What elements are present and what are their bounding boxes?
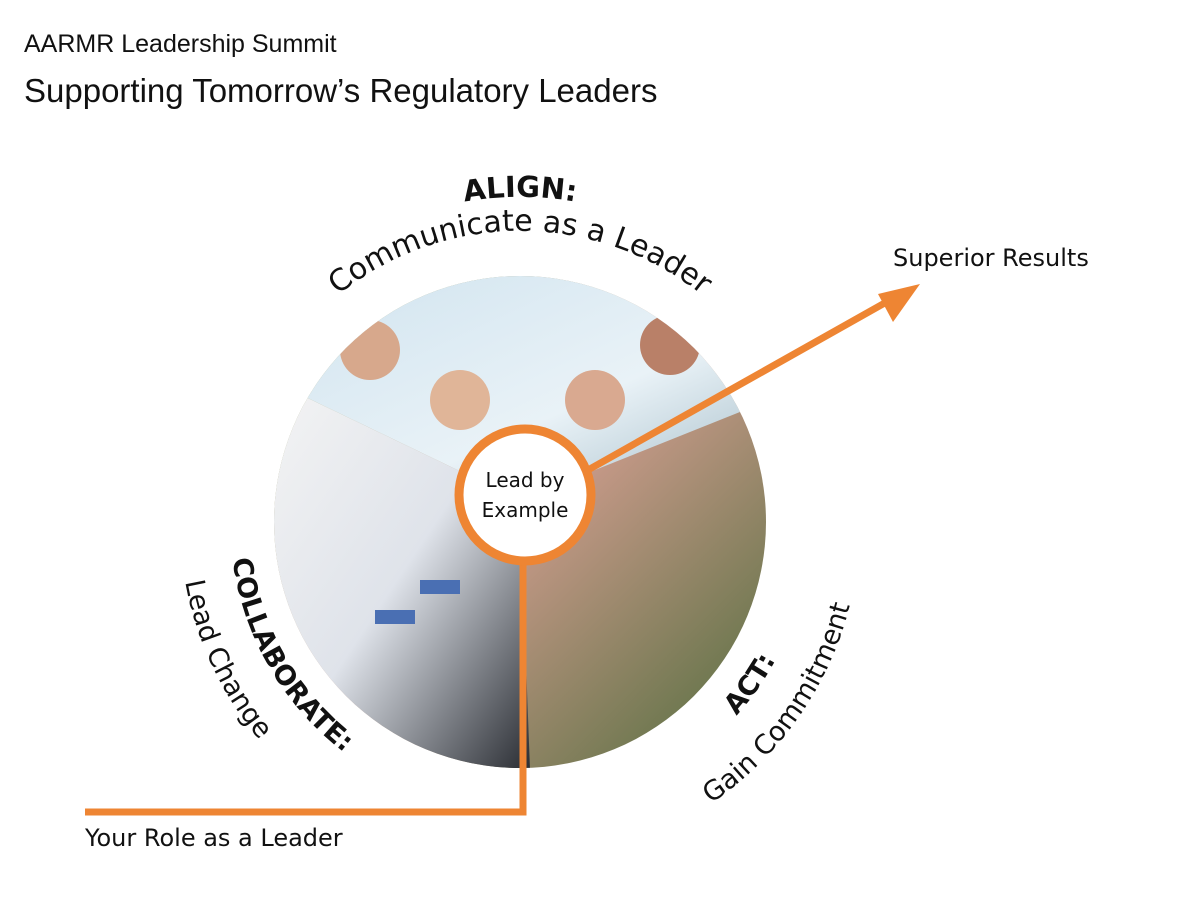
slide-title: AARMR Leadership Summit: [24, 30, 337, 58]
align-heading: ALIGN:: [461, 170, 580, 209]
results-arrow-line: [586, 296, 892, 474]
arrow-path: [85, 296, 892, 816]
center-label-line1: Lead by: [486, 468, 565, 492]
start-label: Your Role as a Leader: [84, 824, 343, 852]
photo-leaders: [274, 276, 766, 500]
center-label-line2: Example: [482, 498, 569, 522]
end-label: Superior Results: [893, 244, 1089, 272]
lead-by-example-circle: [454, 424, 596, 566]
arrow-head-icon: [878, 284, 920, 322]
start-line: [85, 562, 527, 816]
act-heading: ACT:: [718, 648, 782, 720]
slide-subtitle: Supporting Tomorrow’s Regulatory Leaders: [24, 72, 658, 109]
